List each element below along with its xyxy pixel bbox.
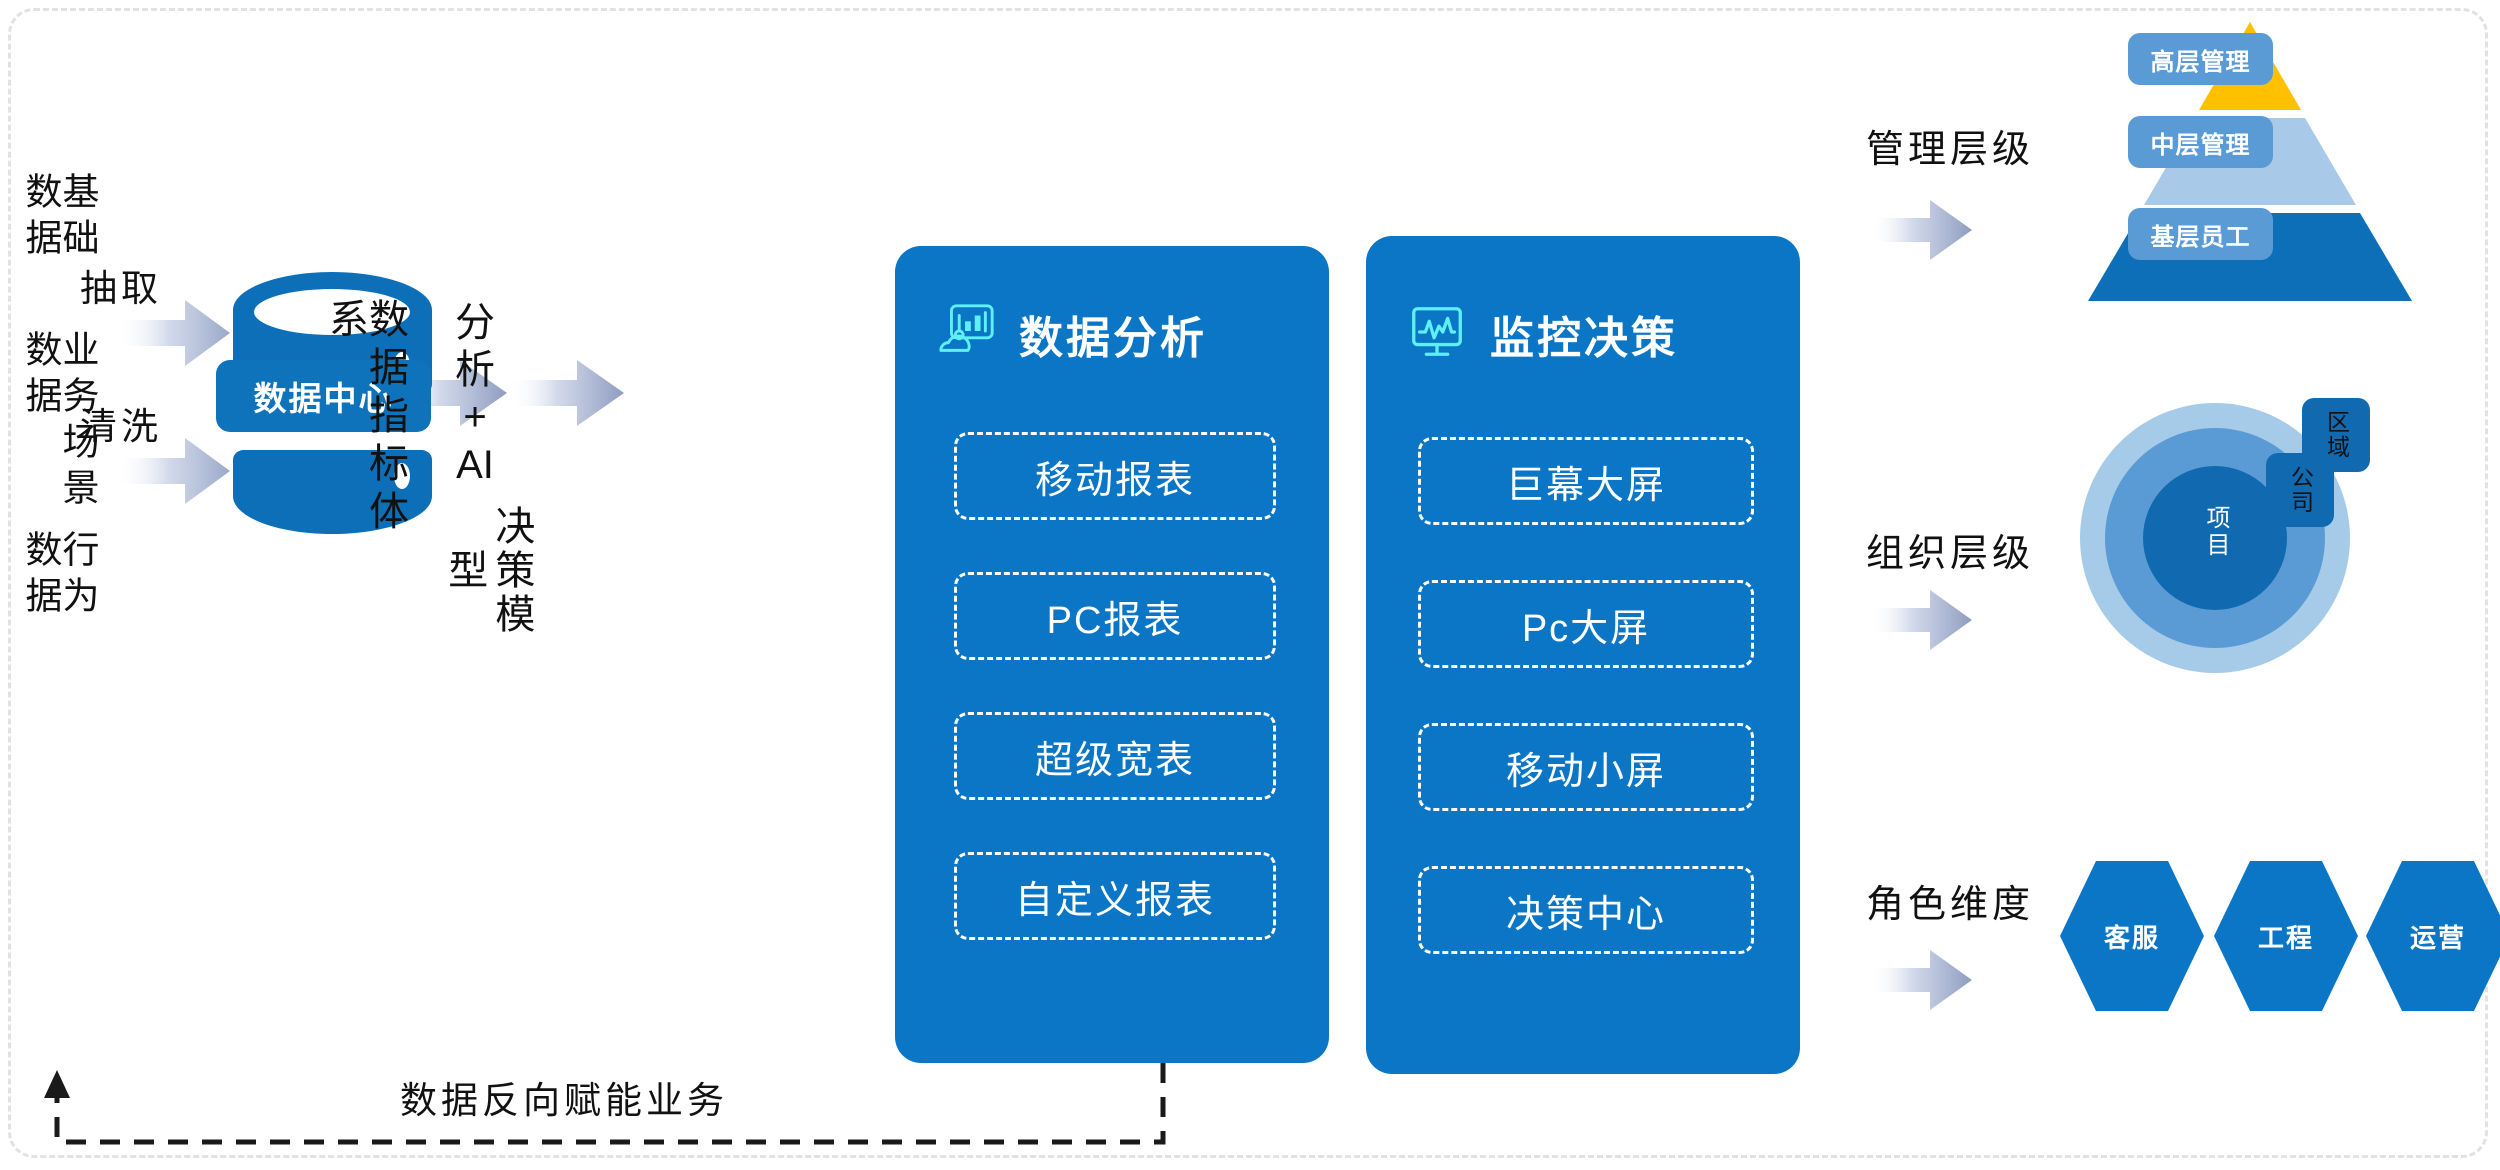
hexagon-role-operations[interactable]: 运营: [2366, 855, 2500, 1017]
chart-screen-cloud-icon: [935, 300, 997, 367]
model-line-2: +: [463, 395, 487, 440]
clean-label: 清洗: [80, 406, 162, 447]
hexagon-role-engineering[interactable]: 工程: [2214, 855, 2358, 1017]
dimension-label-role-dimension: 角色维度: [1866, 884, 2035, 926]
panel-item-super-wide-table[interactable]: 超级宽表: [954, 712, 1276, 800]
data-center-chip: 数据中心: [216, 360, 431, 432]
panel-item-giant-screen[interactable]: 巨幕大屏: [1418, 437, 1754, 525]
feedback-dashed-path: [44, 1063, 1166, 1145]
org-ring-project: [2143, 466, 2287, 610]
org-chip-region-label: 区域: [2323, 410, 2350, 460]
panel-data-analysis-title: 数据分析: [1019, 313, 1207, 363]
pyramid-chip-frontline-staff[interactable]: 基层员工: [2128, 208, 2273, 260]
model-line-1: 分析: [455, 301, 495, 393]
source-label-behavior-data: 行为数据: [20, 530, 98, 622]
panel-data-analysis-header: 数据分析: [935, 300, 1207, 367]
model-line-4: 决策模型: [442, 504, 534, 637]
panel-item-decision-center[interactable]: 决策中心: [1418, 866, 1754, 954]
arrow-extract-icon: [120, 300, 230, 366]
hexagon-role-customer-service-label: 客服: [2103, 922, 2160, 953]
pyramid-chip-middle-management[interactable]: 中层管理: [2128, 116, 2273, 168]
arrow-management-level-icon: [1872, 200, 1972, 260]
panel-item-custom-report[interactable]: 自定义报表: [954, 852, 1276, 940]
metrics-system-label: 数据指标体系: [323, 298, 407, 538]
panel-item-mobile-small-screen[interactable]: 移动小屏: [1418, 723, 1754, 811]
panel-monitor-decision-title: 监控决策: [1490, 313, 1678, 363]
arrow-role-dimension-icon: [1872, 950, 1972, 1010]
org-core-project-label: 项目: [2202, 505, 2229, 559]
source-label-business-scene-data: 业务场景数据: [20, 330, 98, 514]
panel-monitor-decision-header: 监控决策: [1406, 300, 1678, 367]
org-chip-region[interactable]: 区域: [2302, 398, 2370, 472]
panel-item-pc-report[interactable]: PC报表: [954, 572, 1276, 660]
arrow-organization-level-icon: [1872, 590, 1972, 650]
dimension-label-organization-level: 组织层级: [1866, 533, 2035, 575]
monitor-waveform-icon: [1406, 300, 1468, 367]
hexagon-role-customer-service[interactable]: 客服: [2060, 855, 2204, 1017]
model-line-3: AI: [456, 442, 494, 487]
pyramid-chip-senior-management[interactable]: 高层管理: [2128, 33, 2273, 85]
panel-monitor-decision[interactable]: [1366, 236, 1800, 1074]
hexagon-role-operations-label: 运营: [2409, 922, 2466, 953]
arrow-model-to-panels-icon: [512, 360, 624, 426]
source-label-basic-data: 基础数据: [20, 172, 98, 264]
org-chip-company-label: 公司: [2287, 465, 2314, 515]
dimension-label-management-level: 管理层级: [1866, 129, 2035, 171]
arrow-metrics-to-model-icon: [395, 360, 507, 426]
panel-item-pc-big-screen[interactable]: Pc大屏: [1418, 580, 1754, 668]
extract-label: 抽取: [80, 268, 162, 309]
hexagon-role-engineering-label: 工程: [2257, 922, 2314, 953]
analysis-ai-model-label: 分析 + AI 决策模型: [440, 300, 533, 651]
feedback-loop-label: 数据反向赋能业务: [400, 1080, 728, 1121]
arrow-clean-icon: [120, 438, 230, 504]
panel-item-mobile-report[interactable]: 移动报表: [954, 432, 1276, 520]
